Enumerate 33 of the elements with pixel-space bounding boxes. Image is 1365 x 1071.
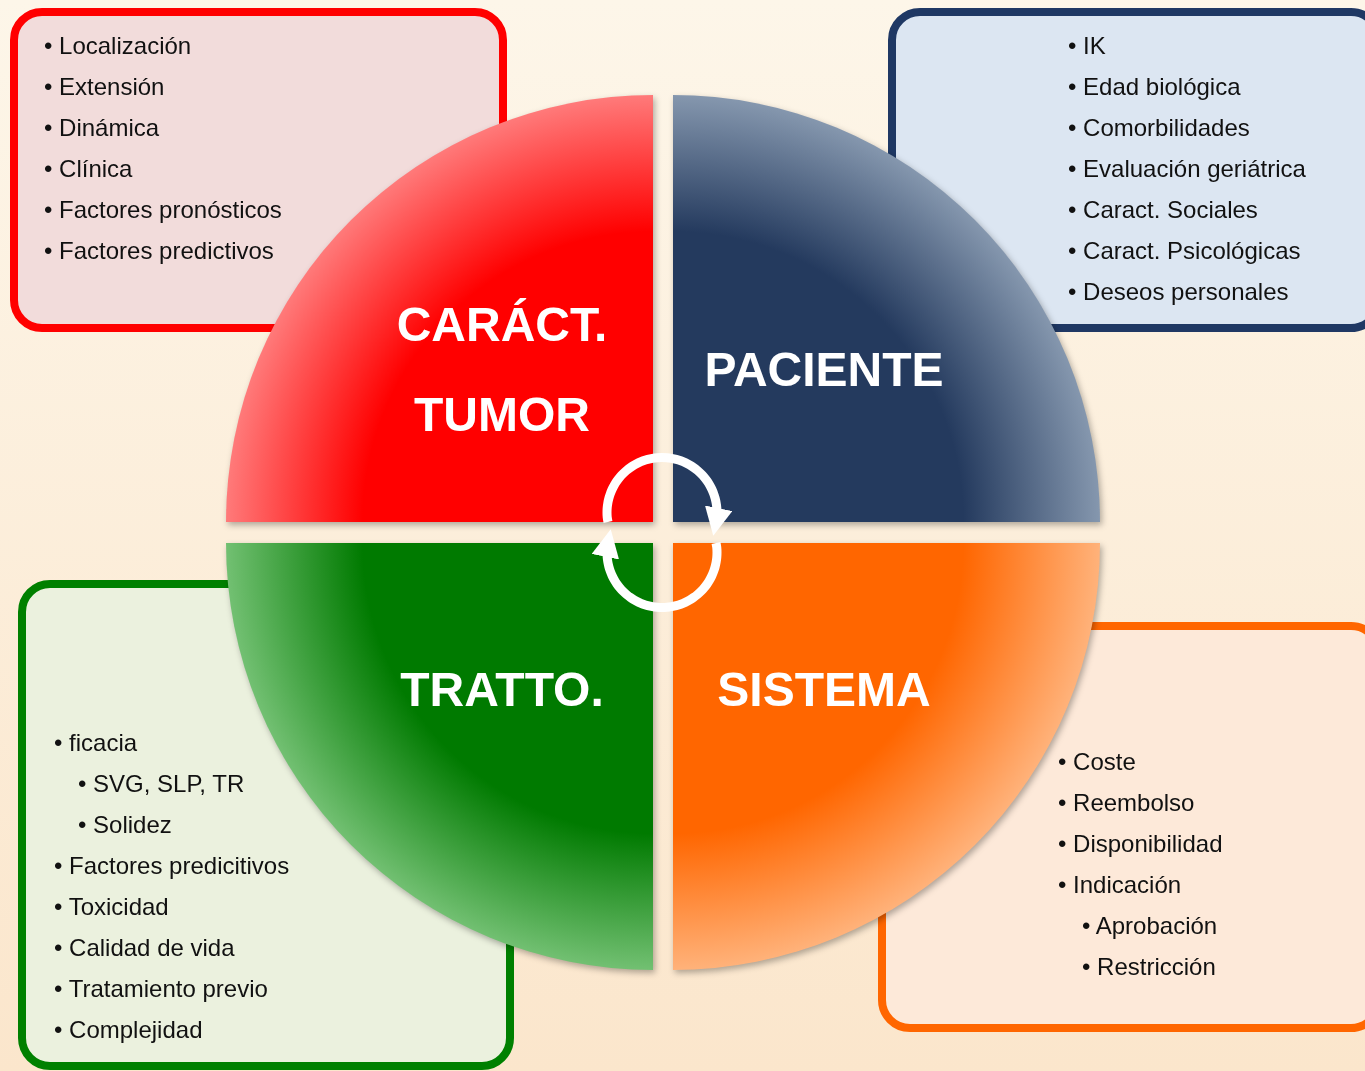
list-item: • Tratamiento previo xyxy=(54,973,268,1004)
list-item: • Toxicidad xyxy=(54,891,169,922)
list-item: • Edad biológica xyxy=(1068,71,1241,102)
curved-arrow xyxy=(602,453,733,536)
list-item: • Comorbilidades xyxy=(1068,112,1250,143)
list-item: • Caract. Sociales xyxy=(1068,194,1258,225)
list-item: • Disponibilidad xyxy=(1058,828,1223,859)
list-item: • Factores pronósticos xyxy=(44,194,282,225)
quadrant-label: TRATTO. xyxy=(399,662,605,718)
quadrant-label: PACIENTE xyxy=(703,342,945,398)
list-item: • IK xyxy=(1068,30,1106,61)
list-item: • Complejidad xyxy=(54,1014,203,1045)
list-item: • Reembolso xyxy=(1058,787,1195,818)
list-item: • ficacia xyxy=(54,727,138,758)
list-item: • Solidez xyxy=(78,809,172,840)
list-item: • SVG, SLP, TR xyxy=(78,768,245,799)
curved-arrow xyxy=(591,529,722,612)
list-item: • Evaluación geriátrica xyxy=(1068,153,1306,184)
list-item: • Clínica xyxy=(44,153,133,184)
list-item: • Restricción xyxy=(1082,951,1216,982)
list-item: • Localización xyxy=(44,30,192,61)
quadrant-label: SISTEMA xyxy=(716,662,932,718)
list-item: • Factores predictivos xyxy=(44,235,274,266)
list-item: • Coste xyxy=(1058,746,1136,777)
list-item: • Indicación xyxy=(1058,869,1182,900)
list-item: • Calidad de vida xyxy=(54,932,235,963)
list-item: • Aprobación xyxy=(1082,910,1218,941)
list-item: • Extensión xyxy=(44,71,165,102)
list-item: • Factores predicitivos xyxy=(54,850,290,881)
quadrant-label: CARÁCT. TUMOR xyxy=(395,297,609,443)
list-item: • Dinámica xyxy=(44,112,160,143)
list-item: • Deseos personales xyxy=(1068,276,1289,307)
list-item: • Caract. Psicológicas xyxy=(1068,235,1301,266)
